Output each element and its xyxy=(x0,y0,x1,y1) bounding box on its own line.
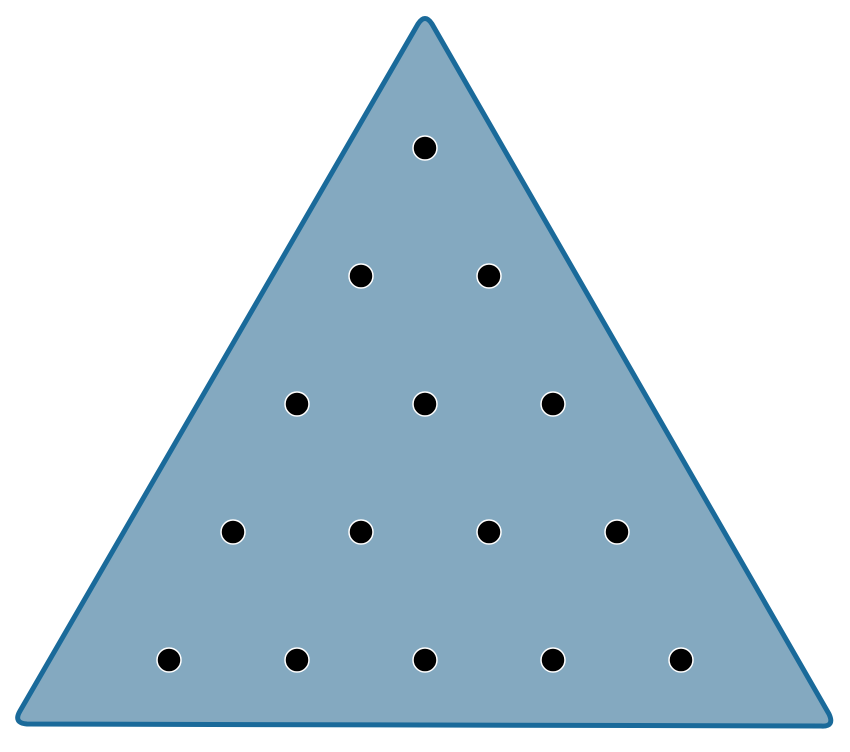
peg-r5-c4[interactable] xyxy=(540,647,566,673)
peg-r3-c3[interactable] xyxy=(540,391,566,417)
peg-r3-c1[interactable] xyxy=(284,391,310,417)
peg-r4-c3[interactable] xyxy=(476,519,502,545)
peg-r2-c2[interactable] xyxy=(476,263,502,289)
peg-r5-c2[interactable] xyxy=(284,647,310,673)
peg-r2-c1[interactable] xyxy=(348,263,374,289)
peg-r1-c1[interactable] xyxy=(412,135,438,161)
peg-r5-c3[interactable] xyxy=(412,647,438,673)
peg-r4-c4[interactable] xyxy=(604,519,630,545)
peg-r4-c2[interactable] xyxy=(348,519,374,545)
peg-r5-c5[interactable] xyxy=(668,647,694,673)
triangle-board xyxy=(15,16,834,729)
peg-r5-c1[interactable] xyxy=(156,647,182,673)
peg-r4-c1[interactable] xyxy=(220,519,246,545)
peg-r3-c2[interactable] xyxy=(412,391,438,417)
peg-holes xyxy=(156,135,694,673)
